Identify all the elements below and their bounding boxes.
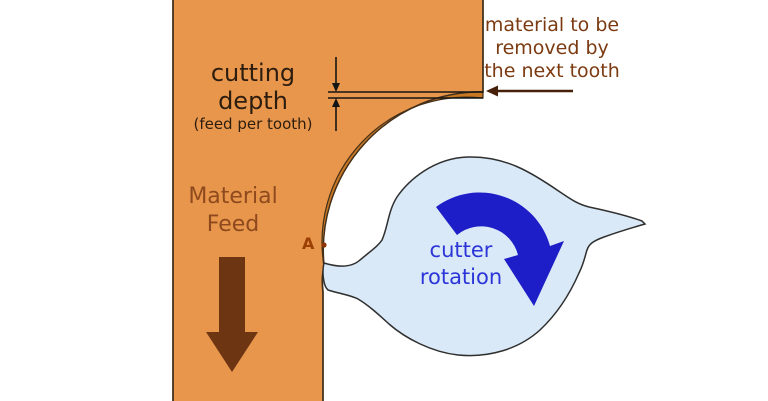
rotation-arrow-icon — [436, 192, 564, 306]
cutter-rotation-label: cutter rotation — [395, 237, 527, 292]
material-removed-line3: the next tooth — [484, 59, 620, 82]
feed-arrow — [206, 257, 258, 372]
dimension-down-arrowhead-icon — [332, 83, 340, 92]
material-removed-line2: removed by — [495, 36, 609, 59]
point-a-marker — [321, 242, 327, 248]
point-a-label: A — [302, 234, 315, 253]
dimension-up-arrowhead-icon — [332, 98, 340, 107]
material-feed-line1: Material — [188, 184, 278, 209]
cutting-depth-label: cutting depth (feed per tooth) — [174, 59, 332, 134]
cutting-depth-line2: depth — [218, 86, 288, 115]
material-feed-line2: Feed — [206, 211, 260, 237]
material-removed-label: material to be removed by the next tooth — [462, 14, 642, 83]
material-removed-line1: material to be — [484, 14, 620, 36]
cutter-rotation-line1: cutter — [429, 238, 493, 262]
cutting-depth-line1: cutting — [210, 59, 296, 87]
cutting-depth-dimension-arrows — [328, 57, 483, 131]
material-feed-label: Material Feed — [172, 183, 294, 239]
left-arrowhead-icon — [486, 85, 498, 97]
cutter-rotation-line2: rotation — [419, 265, 503, 290]
cutter-body — [322, 156, 647, 357]
feed-per-tooth-note: (feed per tooth) — [193, 115, 313, 134]
removal-direction-arrow — [486, 85, 573, 97]
